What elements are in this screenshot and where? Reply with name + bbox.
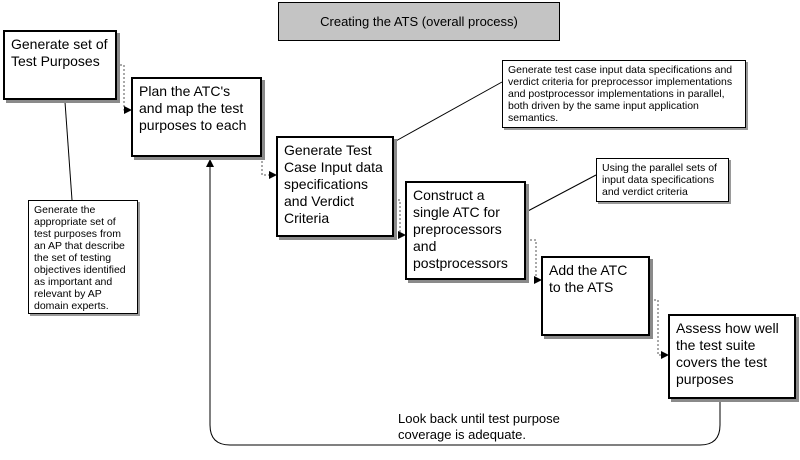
note-parallel-sets: Using the parallel sets of input data sp… (596, 158, 729, 202)
flow-arrow-1-2 (116, 64, 132, 114)
loop-back-label: Look back until test purpose coverage is… (398, 411, 578, 443)
step-construct-atc: Construct a single ATC for preprocessors… (405, 181, 526, 280)
loop-back-line (206, 159, 721, 446)
flow-arrow-3-4 (394, 199, 406, 239)
step-add-atc-to-ats: Add the ATC to the ATS (541, 256, 650, 336)
step-plan-atcs: Plan the ATC's and map the test purposes… (131, 77, 262, 157)
step-generate-input-data-specs: Generate Test Case Input data specificat… (276, 136, 394, 237)
note-parallel-specs: Generate test case input data specificat… (502, 60, 746, 128)
note-test-purposes: Generate the appropriate set of test pur… (28, 200, 138, 314)
step-generate-test-purposes: Generate set of Test Purposes (3, 30, 117, 100)
step-assess-coverage: Assess how well the test suite covers th… (668, 314, 796, 399)
diagram-title: Creating the ATS (overall process) (278, 2, 560, 41)
flow-arrow-2-3 (261, 133, 277, 179)
note-connector-2 (393, 81, 503, 143)
note-connector-1 (64, 101, 73, 201)
flow-arrow-4-5 (530, 239, 542, 284)
flow-arrow-5-6 (650, 299, 669, 359)
note-connector-3 (525, 174, 597, 213)
